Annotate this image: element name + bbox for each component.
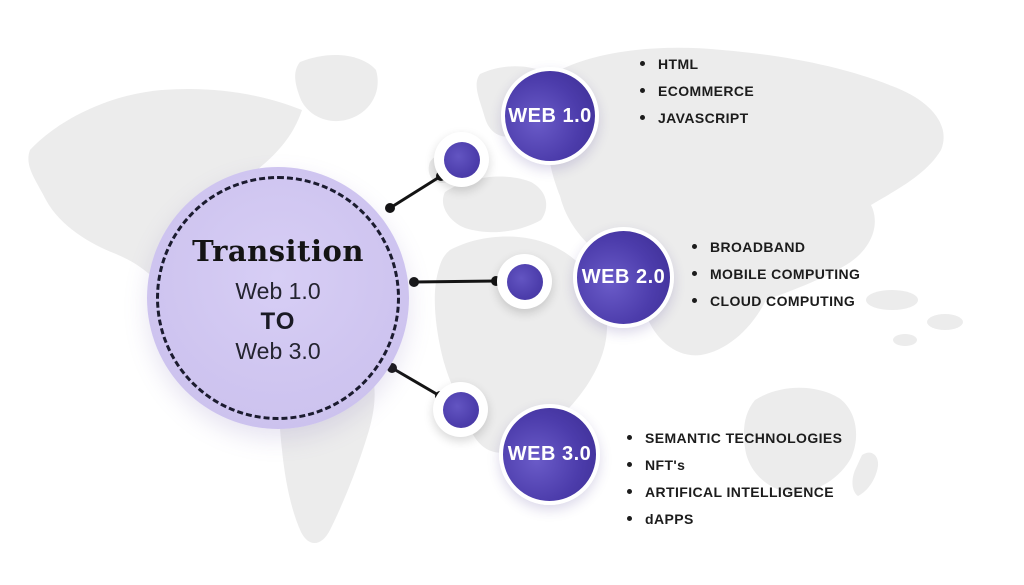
connector-node-dot-icon <box>442 391 479 428</box>
list-item: CLOUD COMPUTING <box>692 287 860 314</box>
bullet-icon <box>692 298 697 303</box>
list-item-label: ARTIFICAL INTELLIGENCE <box>645 483 834 500</box>
list-item-label: JAVASCRIPT <box>658 109 749 126</box>
web3-feature-list: SEMANTIC TECHNOLOGIES NFT's ARTIFICAL IN… <box>627 424 842 532</box>
list-item: BROADBAND <box>692 233 860 260</box>
list-item: HTML <box>640 50 754 77</box>
web2-feature-list: BROADBAND MOBILE COMPUTING CLOUD COMPUTI… <box>692 233 860 314</box>
bullet-icon <box>627 435 632 440</box>
connector-node-web1 <box>434 132 489 187</box>
list-item-label: dAPPS <box>645 510 694 527</box>
bubble-web3-label: WEB 3.0 <box>507 443 592 465</box>
bullet-icon <box>627 516 632 521</box>
list-item: ARTIFICAL INTELLIGENCE <box>627 478 842 505</box>
bullet-icon <box>640 61 645 66</box>
bubble-web3: WEB 3.0 <box>499 404 600 505</box>
bullet-icon <box>627 489 632 494</box>
list-item-label: MOBILE COMPUTING <box>710 265 861 282</box>
list-item-label: HTML <box>658 55 699 72</box>
connector-node-dot-icon <box>443 141 480 178</box>
bullet-icon <box>640 88 645 93</box>
transition-hub-circle: Transition Web 1.0 TO Web 3.0 <box>147 167 409 429</box>
hub-text-block: Transition Web 1.0 TO Web 3.0 <box>147 169 409 431</box>
list-item: dAPPS <box>627 505 842 532</box>
list-item-label: BROADBAND <box>710 238 806 255</box>
connector-node-web2 <box>497 254 552 309</box>
web1-feature-list: HTML ECOMMERCE JAVASCRIPT <box>640 50 754 131</box>
list-item: ECOMMERCE <box>640 77 754 104</box>
hub-from-label: Web 1.0 <box>235 278 321 304</box>
hub-to-word: TO <box>260 308 296 335</box>
hub-title: Transition <box>192 234 364 268</box>
bullet-icon <box>640 115 645 120</box>
connector-node-web3 <box>433 382 488 437</box>
list-item: JAVASCRIPT <box>640 104 754 131</box>
bullet-icon <box>692 271 697 276</box>
bubble-web2-label: WEB 2.0 <box>581 266 666 288</box>
dashed-ring <box>156 176 400 420</box>
bullet-icon <box>692 244 697 249</box>
list-item-label: NFT's <box>645 456 686 473</box>
list-item: MOBILE COMPUTING <box>692 260 860 287</box>
list-item: SEMANTIC TECHNOLOGIES <box>627 424 842 451</box>
hub-to-label: Web 3.0 <box>235 338 321 364</box>
list-item-label: ECOMMERCE <box>658 82 755 99</box>
bubble-web1: WEB 1.0 <box>501 67 599 165</box>
bullet-icon <box>627 462 632 467</box>
list-item: NFT's <box>627 451 842 478</box>
connector-node-dot-icon <box>506 263 543 300</box>
bubble-web1-label: WEB 1.0 <box>508 104 592 127</box>
list-item-label: CLOUD COMPUTING <box>710 292 856 309</box>
bubble-web2: WEB 2.0 <box>573 227 674 328</box>
list-item-label: SEMANTIC TECHNOLOGIES <box>645 429 843 446</box>
